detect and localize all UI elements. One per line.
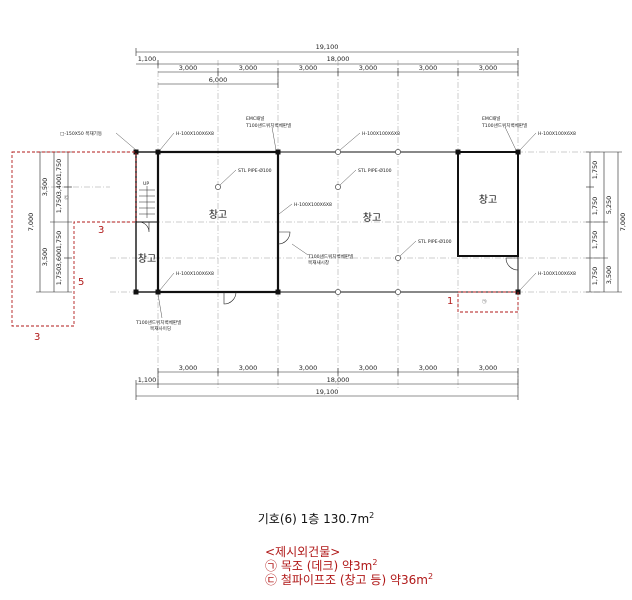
- dim-bay-bottom-3: 3,000: [299, 364, 318, 372]
- floor-caption: 기호(6) 1층 130.7m2: [0, 510, 632, 527]
- dim-bay-top-4: 3,000: [359, 64, 378, 72]
- pipe-columns: [215, 149, 401, 295]
- room-storage-3: 창고: [479, 194, 497, 206]
- legend-item-2-sup: 2: [427, 572, 434, 581]
- legend-heading: <제시외건물>: [265, 545, 341, 559]
- note-column-6: H-100X100X6X8: [538, 271, 576, 277]
- marker-circle-b: ㉢: [64, 194, 69, 201]
- note-column-4: H-100X100X6X8: [294, 202, 332, 208]
- dim-bay-top-3: 3,000: [299, 64, 318, 72]
- dim-left-3600: 3,600: [55, 249, 63, 268]
- dim-double-bay: 6,000: [209, 76, 228, 84]
- marker-num-3-upper: 3: [98, 225, 104, 236]
- marker-circle-a: ㉠: [482, 298, 487, 305]
- note-pipe-2: STL PIPE-Ø100: [358, 167, 392, 174]
- dim-right-5250: 5,250: [605, 196, 613, 215]
- doors: [138, 221, 519, 305]
- legend-item-1-sup: 2: [372, 558, 378, 567]
- note-deck-post: □-150X50 목재기둥: [60, 130, 102, 137]
- red-outlines: [11, 151, 519, 327]
- dim-bay-top-1: 3,000: [179, 64, 198, 72]
- dim-inner-bottom: 18,000: [327, 376, 350, 384]
- legend-item-1: ㉠ 목조 (데크) 약3m2: [265, 557, 377, 574]
- marker-num-1: 1: [447, 296, 453, 307]
- note-wood-sash: 목재새시창: [308, 259, 330, 266]
- dim-left-offset-top: 1,100: [138, 55, 157, 63]
- dim-bay-top-6: 3,000: [479, 64, 498, 72]
- note-column-5: H-100X100X6X8: [176, 271, 214, 277]
- top-dimensions: [135, 48, 519, 88]
- stair-up-label: UP: [143, 181, 149, 187]
- dim-inner-top: 18,000: [327, 55, 350, 63]
- dim-left-1750-1: 1,750: [55, 159, 63, 178]
- dim-left-3400: 3,400: [55, 177, 63, 196]
- dim-left-offset-bottom: 1,100: [138, 376, 157, 384]
- dim-bay-top-5: 3,000: [419, 64, 438, 72]
- legend-item-1-text: ㉠ 목조 (데크) 약3m: [265, 559, 373, 573]
- dim-total-bottom: 19,100: [316, 388, 339, 396]
- dim-right-3500: 3,500: [605, 266, 613, 285]
- bottom-dimensions: [135, 368, 519, 400]
- dim-left-1750-2: 1,750: [55, 195, 63, 214]
- legend-item-2: ㉢ 철파이프조 (창고 등) 약36m2: [265, 571, 433, 588]
- note-column-2: H-100X100X6X8: [362, 131, 400, 137]
- dim-left-half-2: 3,500: [41, 248, 49, 267]
- dim-right-1750-2: 1,750: [591, 197, 599, 216]
- legend-item-2-text: ㉢ 철파이프조 (창고 등) 약36m: [265, 573, 428, 587]
- dim-right-1750-4: 1,750: [591, 267, 599, 286]
- marker-num-3-lower: 3: [34, 332, 40, 343]
- note-column-3: H-100X100X6X8: [538, 131, 576, 137]
- note-bottom-1: T100샌드위치벽체판넬: [135, 319, 181, 326]
- note-pipe-1: STL PIPE-Ø100: [238, 167, 272, 174]
- caption-title-sup: 2: [369, 511, 375, 520]
- room-storage-1: 창고: [209, 209, 227, 221]
- floor-plan: 19,100 1,100 18,000 3,000 3,000 3,000 3,…: [11, 43, 627, 400]
- room-storage-4: 창고: [138, 253, 156, 265]
- note-emc-2a: EMC패널: [482, 115, 501, 122]
- dim-right-outer: 7,000: [619, 213, 627, 232]
- dim-bay-bottom-5: 3,000: [419, 364, 438, 372]
- dim-right-1750-3: 1,750: [591, 231, 599, 250]
- grid-lines: [40, 60, 600, 390]
- dim-left-1750-3: 1,750: [55, 231, 63, 250]
- dim-left-half-1: 3,500: [41, 178, 49, 197]
- dim-left-1750-4: 1,750: [55, 267, 63, 286]
- caption-title: 기호(6) 1층 130.7m: [257, 512, 370, 526]
- note-bottom-2: 목재사이딩: [150, 325, 171, 332]
- left-dimensions: [36, 151, 72, 293]
- note-pipe-3: STL PIPE-Ø100: [418, 238, 452, 245]
- stair: [139, 186, 155, 218]
- note-emc-1b: T100샌드위치벽체판넬: [245, 122, 291, 129]
- dim-bay-bottom-2: 3,000: [239, 364, 258, 372]
- right-dimensions: [586, 151, 622, 293]
- room-storage-2: 창고: [363, 212, 381, 224]
- dim-bay-bottom-6: 3,000: [479, 364, 498, 372]
- dim-bay-bottom-4: 3,000: [359, 364, 378, 372]
- dim-bay-top-2: 3,000: [239, 64, 258, 72]
- note-sandwich-wall: T100샌드위치벽체판넬: [307, 253, 353, 260]
- dim-bay-bottom-1: 3,000: [179, 364, 198, 372]
- dim-left-outer: 7,000: [27, 213, 35, 232]
- marker-num-5: 5: [78, 277, 84, 288]
- dim-right-1750-1: 1,750: [591, 161, 599, 180]
- dim-total-top: 19,100: [316, 43, 339, 51]
- note-emc-1a: EMC패널: [246, 115, 265, 122]
- note-emc-2b: T100샌드위치벽체판넬: [481, 122, 527, 129]
- note-column-1: H-100X100X6X8: [176, 131, 214, 137]
- leader-lines: [115, 126, 537, 319]
